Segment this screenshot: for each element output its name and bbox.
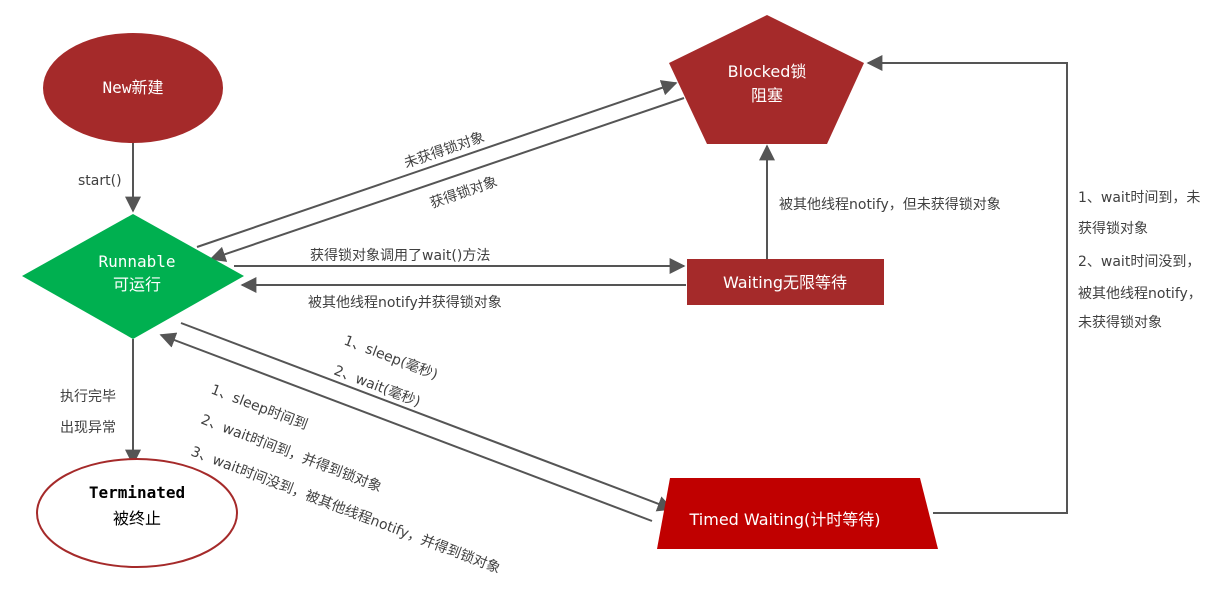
runnable-state-label-2: 可运行: [113, 275, 161, 294]
timed-to-blocked-label-5: 未获得锁对象: [1078, 314, 1162, 331]
waiting-state-label: Waiting无限等待: [723, 273, 847, 292]
new-state-node: New新建: [43, 33, 223, 143]
timed-waiting-state-node: Timed Waiting(计时等待): [657, 478, 938, 549]
terminated-state-node: Terminated 被终止: [36, 458, 238, 568]
start-label: start(): [78, 173, 122, 189]
from-blocked-label: 获得锁对象: [428, 173, 500, 212]
runnable-state-label-1: Runnable: [98, 252, 175, 271]
blocked-state-node: Blocked锁 阻塞: [669, 15, 864, 144]
to-terminated-label-2: 出现异常: [60, 420, 116, 436]
waiting-state-node: Waiting无限等待: [687, 259, 884, 305]
new-state-label: New新建: [103, 78, 164, 97]
to-terminated-label-1: 执行完毕: [60, 389, 116, 405]
to-waiting-label: 获得锁对象调用了wait()方法: [310, 247, 490, 264]
terminated-state-label-1: Terminated: [89, 483, 185, 502]
timed-to-blocked-label-2: 获得锁对象: [1078, 220, 1148, 237]
timed-to-runnable-arrow: [159, 332, 653, 522]
runnable-state-node: Runnable 可运行: [22, 214, 244, 339]
blocked-state-label-1: Blocked锁: [728, 62, 807, 81]
timed-to-blocked-label-4: 被其他线程notify，: [1078, 286, 1202, 302]
runnable-to-blocked-arrow: [196, 80, 678, 248]
waiting-to-blocked-label: 被其他线程notify，但未获得锁对象: [779, 196, 1001, 213]
to-blocked-label: 未获得锁对象: [402, 128, 487, 171]
timed-to-blocked-label-1: 1、wait时间到，未: [1078, 190, 1200, 206]
runnable-to-timed-arrow: [180, 322, 674, 512]
timed-to-blocked-label-3: 2、wait时间没到，: [1078, 254, 1200, 270]
from-waiting-label: 被其他线程notify并获得锁对象: [308, 294, 502, 311]
timed-to-blocked-arrow: [866, 55, 1068, 514]
blocked-to-runnable-arrow: [209, 97, 685, 262]
blocked-state-label-2: 阻塞: [751, 86, 783, 105]
terminated-state-label-2: 被终止: [113, 509, 161, 528]
timed-waiting-state-label: Timed Waiting(计时等待): [689, 510, 881, 529]
